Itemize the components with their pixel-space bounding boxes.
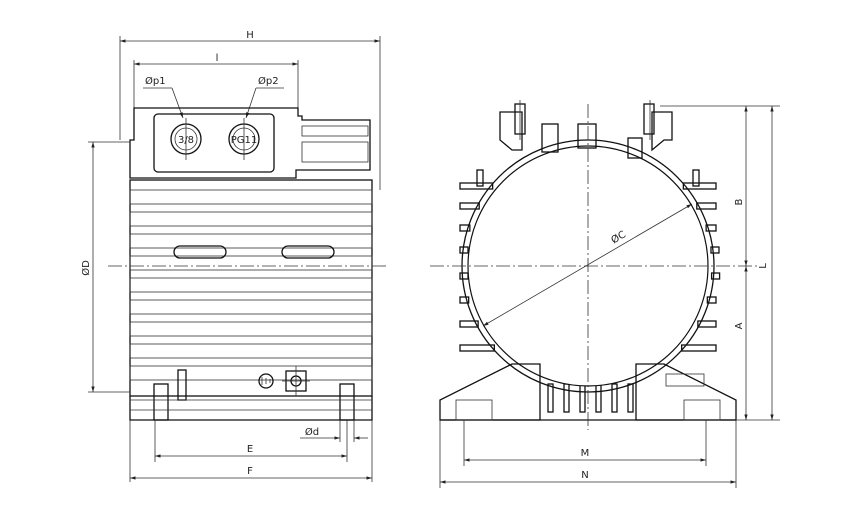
- radial-fin: [459, 246, 469, 254]
- cooling-fin: [129, 299, 373, 315]
- radial-fin: [681, 344, 717, 352]
- side-view: H l Øp1 Øp2 3/8 PG11: [80, 30, 388, 482]
- radial-fin: [459, 224, 471, 232]
- radial-fin: [696, 202, 717, 210]
- p2-label: Øp2: [258, 75, 279, 87]
- radial-fin: [710, 272, 721, 280]
- radial-fin: [706, 296, 717, 304]
- upper-fin: [476, 169, 484, 187]
- radial-fin: [459, 202, 480, 210]
- earth-symbol: [258, 373, 274, 389]
- bottom-fin: [611, 383, 618, 413]
- cooling-fin: [129, 343, 373, 359]
- d-small-label: Ød: [305, 426, 319, 438]
- cooling-fin: [129, 321, 373, 337]
- terminal-box: [129, 107, 371, 179]
- foot-right: [635, 363, 737, 421]
- motor-feet: [129, 396, 373, 421]
- e-label: E: [247, 444, 253, 455]
- cooling-fins: [129, 189, 373, 381]
- m-label: M: [581, 448, 590, 459]
- p1-label: Øp1: [145, 75, 166, 87]
- a-label: A: [734, 322, 745, 329]
- front-view: ØC B A L M N: [430, 100, 780, 488]
- cooling-fin: [129, 233, 373, 249]
- radial-fin: [705, 224, 717, 232]
- radial-fin: [459, 320, 479, 328]
- gland-right: PG11: [228, 118, 260, 160]
- earth-bolt: [282, 366, 310, 396]
- radial-fin: [459, 296, 470, 304]
- h-label: H: [246, 30, 254, 41]
- cooling-fin: [129, 189, 373, 205]
- f-label: F: [247, 466, 253, 477]
- slot-left: [173, 245, 227, 259]
- d-diameter-label: ØD: [80, 260, 92, 276]
- top-bosses: [499, 100, 673, 159]
- radial-fin: [682, 182, 717, 190]
- gland-right-label: PG11: [231, 135, 258, 146]
- radial-fin: [697, 320, 717, 328]
- bottom-fin: [579, 383, 586, 413]
- bottom-fin: [563, 383, 570, 413]
- radial-fin: [459, 182, 494, 190]
- gland-left: 3/8: [170, 118, 202, 160]
- radial-fin: [710, 246, 720, 254]
- b-label: B: [734, 198, 745, 205]
- slot-right: [281, 245, 335, 259]
- cooling-fin: [129, 211, 373, 227]
- cooling-fin: [129, 255, 373, 271]
- l-top-label: l: [216, 53, 219, 64]
- foot-bolt-right: [665, 373, 705, 387]
- l-total-label: L: [758, 263, 769, 269]
- terminal-box-cover: [153, 113, 275, 173]
- gland-left-label: 3/8: [178, 135, 194, 146]
- c-diameter-dimension-line: [482, 203, 693, 327]
- bottom-fin: [595, 383, 602, 413]
- upper-fin: [692, 169, 700, 187]
- foot-left: [439, 363, 541, 421]
- radial-fin: [459, 272, 469, 280]
- cooling-fin: [129, 365, 373, 381]
- bottom-fin: [547, 383, 554, 413]
- cooling-fin: [129, 277, 373, 293]
- n-label: N: [581, 470, 588, 481]
- radial-fin: [459, 344, 495, 352]
- bottom-fin: [627, 383, 634, 413]
